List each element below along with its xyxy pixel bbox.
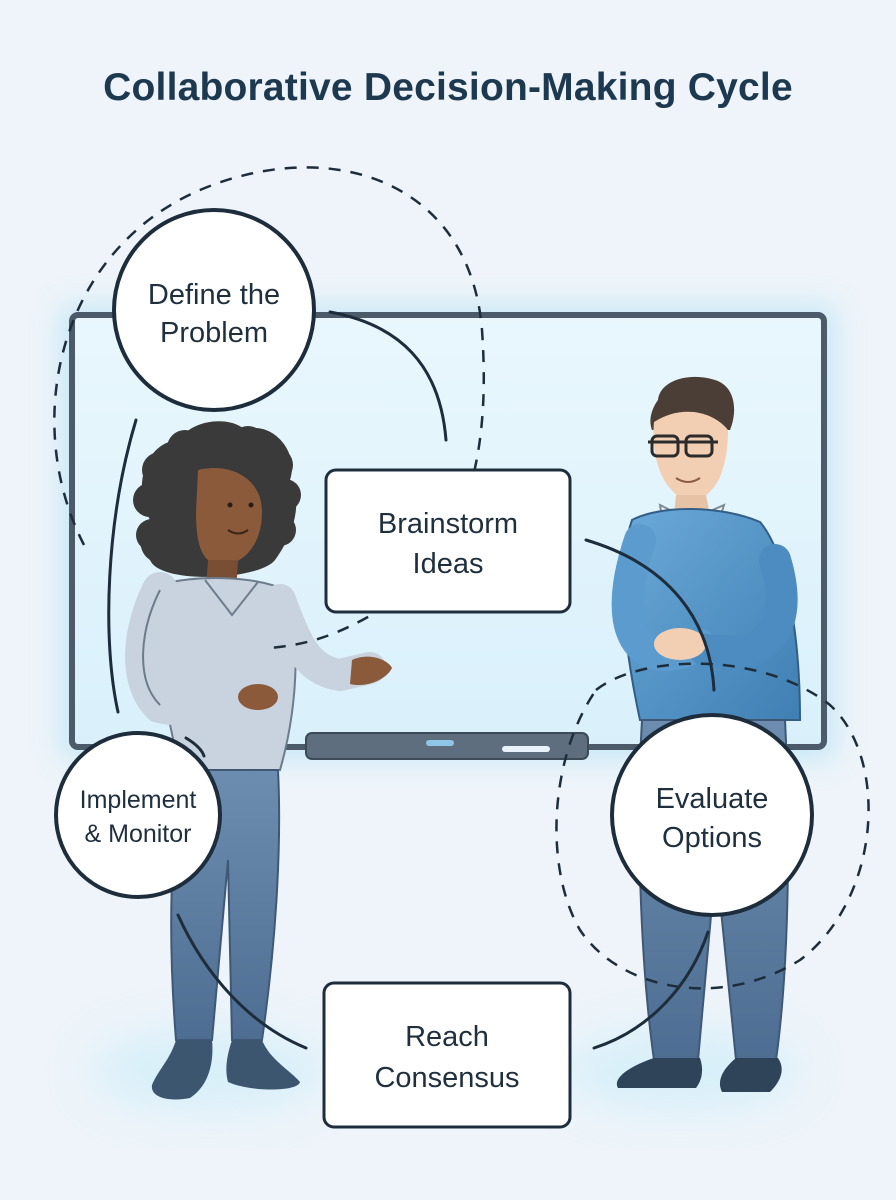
step-implement-line-2: & Monitor [85, 820, 192, 848]
arrow-evaluate-to-consensus [592, 930, 710, 1050]
step-brainstorm-line-1: Brainstorm [378, 508, 518, 540]
step-consensus-line-2: Consensus [374, 1062, 519, 1094]
woman-presenter-figure [125, 421, 392, 1100]
step-consensus-line-1: Reach [405, 1021, 489, 1053]
arrow-define-to-brainstorm [328, 310, 448, 442]
step-evaluate-line-1: Evaluate [656, 783, 769, 815]
arrow-brainstorm-to-evaluate [584, 538, 716, 692]
step-define-line-2: Problem [160, 317, 268, 349]
marker-icon [426, 740, 454, 746]
diagram-title: Collaborative Decision-Making Cycle [103, 66, 793, 109]
step-implement-monitor: Implement & Monitor [54, 731, 222, 899]
step-reach-consensus: Reach Consensus [322, 981, 572, 1129]
arrow-implement-to-define [107, 418, 138, 714]
cycle-arrows [88, 310, 716, 1050]
step-evaluate-line-2: Options [662, 822, 762, 854]
step-implement-line-1: Implement [80, 786, 197, 814]
arrow-consensus-to-implement [176, 913, 308, 1050]
step-define-line-1: Define the [148, 279, 280, 311]
step-define-problem: Define the Problem [112, 208, 316, 412]
arrow-inner-implement [184, 736, 206, 758]
eraser-icon [502, 746, 550, 752]
step-evaluate-options: Evaluate Options [610, 713, 814, 917]
step-brainstorm-ideas: Brainstorm Ideas [324, 468, 572, 614]
step-brainstorm-line-2: Ideas [413, 548, 484, 580]
